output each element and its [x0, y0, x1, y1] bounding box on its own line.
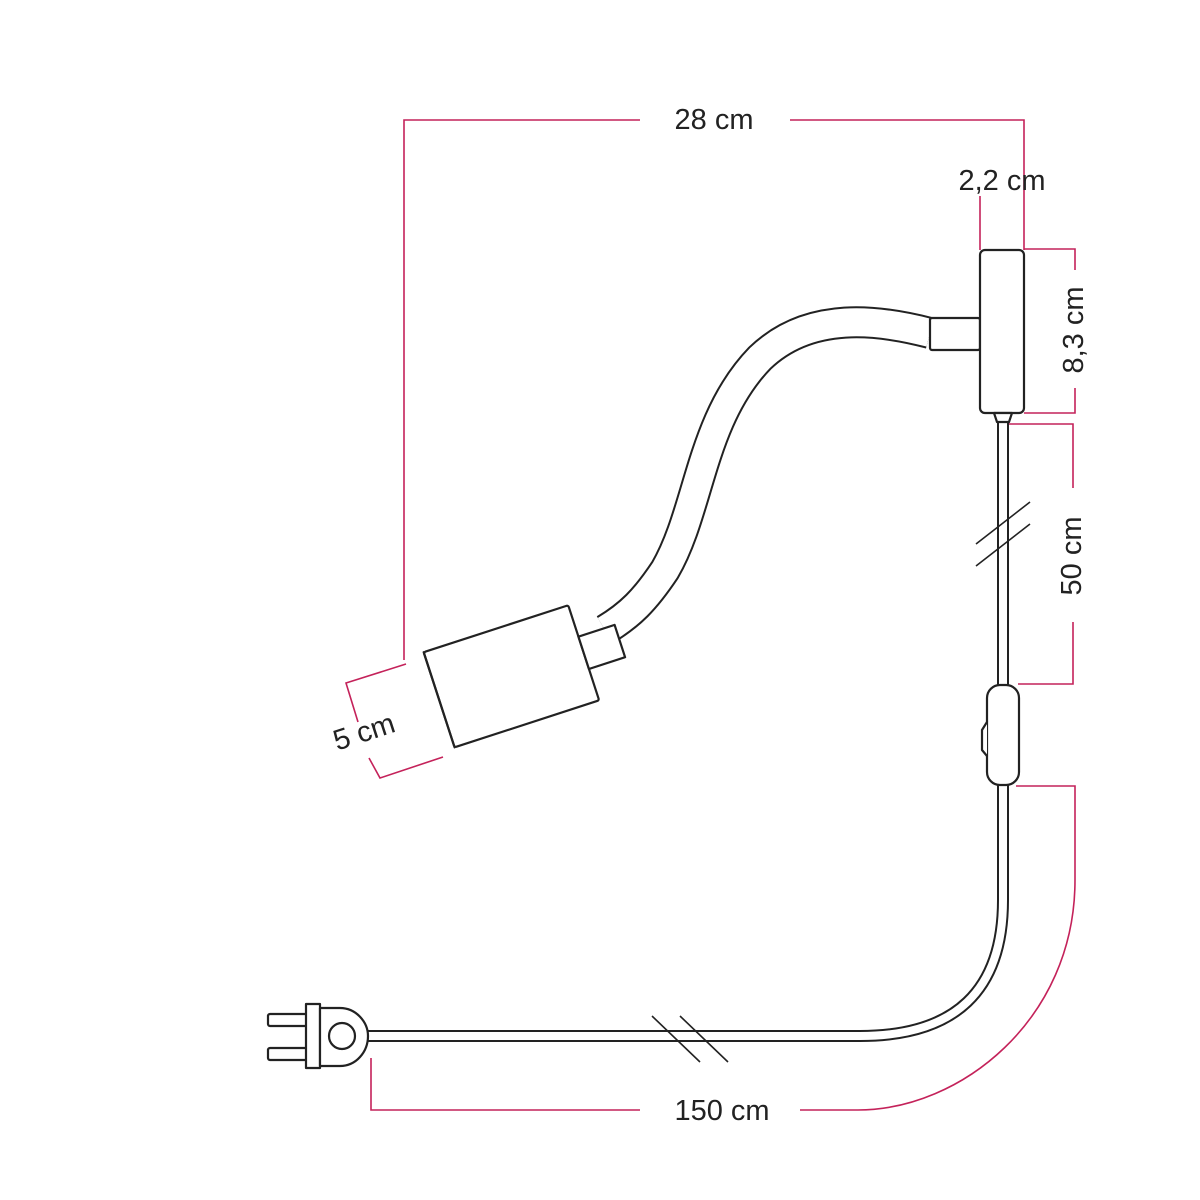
label-plate-height: 8,3 cm: [1058, 286, 1090, 373]
cable-break-mark-vertical: [975, 501, 1031, 567]
label-cable-to-switch: 50 cm: [1056, 517, 1088, 596]
label-plate-depth: 2,2 cm: [958, 165, 1045, 197]
switch-toggle: [980, 720, 989, 758]
label-total-width: 28 cm: [675, 104, 754, 136]
dim-cable-length: [370, 785, 1076, 1111]
lampholder-ring: [422, 651, 456, 749]
inline-switch: [985, 683, 1021, 787]
plug: [266, 1002, 370, 1070]
lampholder-neck: [577, 623, 627, 671]
dim-total-width: [403, 119, 1025, 660]
wall-plate-cable-exit: [992, 411, 1014, 424]
plug-hole: [327, 1021, 357, 1051]
power-cable-lower-core: [362, 782, 1007, 1040]
plug-collar: [304, 1002, 322, 1070]
flexible-arm-core: [597, 308, 934, 643]
plug-prong-top: [266, 1012, 310, 1028]
dim-plate-height: [1024, 248, 1076, 414]
cable-break-mark-horizontal: [651, 1015, 729, 1063]
dim-lampholder-diameter: [345, 663, 444, 779]
wall-plate-stem: [928, 316, 982, 352]
dim-cable-to-switch: [1004, 423, 1074, 685]
lampholder-body: [423, 604, 600, 748]
power-cable-lower: [362, 782, 1009, 1042]
label-lampholder-diameter: 5 cm: [329, 708, 399, 758]
wall-plate: [978, 248, 1026, 415]
label-cable-length: 150 cm: [674, 1095, 769, 1127]
lampholder: [422, 604, 627, 749]
plug-prong-bottom: [266, 1046, 310, 1062]
